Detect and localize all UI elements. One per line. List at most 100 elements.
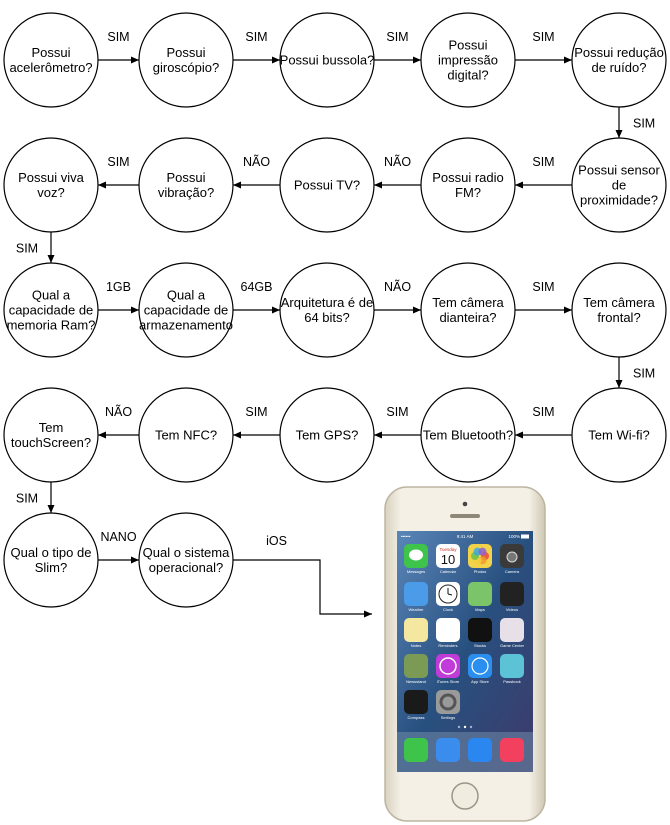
node-label: armazenamento xyxy=(139,318,233,333)
node-label: operacional? xyxy=(149,560,223,575)
app-label: Weather xyxy=(408,607,424,612)
app-icon xyxy=(500,654,524,678)
app-newsstand[interactable]: Newsstand xyxy=(404,654,428,684)
app-label: Notes xyxy=(411,643,421,648)
edge-label: SIM xyxy=(107,30,129,44)
app-label: Passbook xyxy=(503,679,521,684)
edge-label: 64GB xyxy=(241,280,273,294)
edge-label: SIM xyxy=(633,367,655,381)
app-messages[interactable]: Messages xyxy=(404,544,428,574)
app-passbook[interactable]: Passbook xyxy=(500,654,524,684)
edge-n5-n6: SIM xyxy=(615,107,655,138)
node-shape xyxy=(420,262,516,358)
node-shape xyxy=(279,387,375,483)
app-settings[interactable]: Settings xyxy=(436,690,460,720)
app-videos[interactable]: Videos xyxy=(500,582,524,612)
node-shape xyxy=(3,512,99,608)
edge-n18-n19: SIM xyxy=(233,405,280,439)
app-label: Camera xyxy=(505,569,520,574)
app-clock[interactable]: Clock xyxy=(436,582,460,612)
node-shape xyxy=(138,387,234,483)
node-label: giroscópio? xyxy=(153,60,220,75)
edge-label: NÃO xyxy=(384,155,411,169)
edge-n4-n5: SIM xyxy=(515,30,572,64)
app-label: Newsstand xyxy=(406,679,426,684)
edge-n12-n13: 64GB xyxy=(233,280,280,314)
app-notes[interactable]: Notes xyxy=(404,618,428,648)
edge-n1-n2: SIM xyxy=(98,30,139,64)
node-label: Tem GPS? xyxy=(296,428,359,443)
app-icon xyxy=(468,582,492,606)
node-n18: Tem GPS? xyxy=(279,387,375,483)
node-label: Possui radio xyxy=(432,170,504,185)
app-weather[interactable]: Weather xyxy=(404,582,428,612)
node-label: vibração? xyxy=(158,185,214,200)
node-label: Possui xyxy=(448,38,487,53)
edge-n20-n21: SIM xyxy=(16,482,55,513)
music-icon[interactable] xyxy=(500,738,524,762)
edge-label: SIM xyxy=(532,405,554,419)
app-label: Clock xyxy=(443,607,453,612)
dock-app xyxy=(500,738,524,762)
node-label: de ruído? xyxy=(592,60,647,75)
node-label: Tem xyxy=(39,420,64,435)
phone-icon[interactable] xyxy=(404,738,428,762)
node-label: Qual o tipo de xyxy=(11,545,92,560)
edge-label: SIM xyxy=(532,155,554,169)
app-reminders[interactable]: Reminders xyxy=(436,618,460,648)
app-icon xyxy=(436,618,460,642)
node-label: frontal? xyxy=(597,310,640,325)
app-icon xyxy=(404,618,428,642)
node-shape xyxy=(420,137,516,233)
node-label: Tem NFC? xyxy=(155,428,217,443)
node-shape xyxy=(279,137,375,233)
app-icon xyxy=(404,582,428,606)
node-shape xyxy=(420,12,516,108)
app-itunes-store[interactable]: iTunes Store xyxy=(436,654,460,684)
app-app-store[interactable]: App Store xyxy=(468,654,492,684)
app-icon xyxy=(404,654,428,678)
page-dot xyxy=(469,725,473,729)
mail-icon[interactable] xyxy=(436,738,460,762)
safari-icon[interactable] xyxy=(468,738,492,762)
app-compass[interactable]: Compass xyxy=(404,690,428,720)
app-label: Messages xyxy=(407,569,425,574)
earpiece-icon xyxy=(450,514,480,518)
node-shape xyxy=(571,262,667,358)
app-photos[interactable]: Photos xyxy=(468,544,492,574)
app-camera[interactable]: Camera xyxy=(500,544,524,574)
edge-n13-n14: NÃO xyxy=(374,280,421,314)
node-shape xyxy=(3,387,99,483)
node-shape xyxy=(420,387,516,483)
node-label: Tem câmera xyxy=(432,295,504,310)
dock-app xyxy=(436,738,460,762)
edge-arrow xyxy=(233,559,372,618)
app-icon xyxy=(404,690,428,714)
app-maps[interactable]: Maps xyxy=(468,582,492,612)
app-stocks[interactable]: Stocks xyxy=(468,618,492,648)
home-button[interactable] xyxy=(451,782,479,810)
node-shape xyxy=(138,12,234,108)
app-game-center[interactable]: Game Center xyxy=(500,618,525,648)
node-n19: Tem NFC? xyxy=(138,387,234,483)
edge-label: NÃO xyxy=(384,280,411,294)
edge-n14-n15: SIM xyxy=(515,280,572,314)
node-label: capacidade de xyxy=(9,303,94,318)
edge-label: SIM xyxy=(16,492,38,506)
node-label: Arquitetura é de xyxy=(281,295,374,310)
node-label: proximidade? xyxy=(580,193,658,208)
edge-label: SIM xyxy=(16,242,38,256)
node-label: touchScreen? xyxy=(11,435,91,450)
edge-label: SIM xyxy=(386,405,408,419)
edge-label: 1GB xyxy=(106,280,131,294)
node-label: acelerômetro? xyxy=(9,60,92,75)
node-label: de xyxy=(612,178,626,193)
